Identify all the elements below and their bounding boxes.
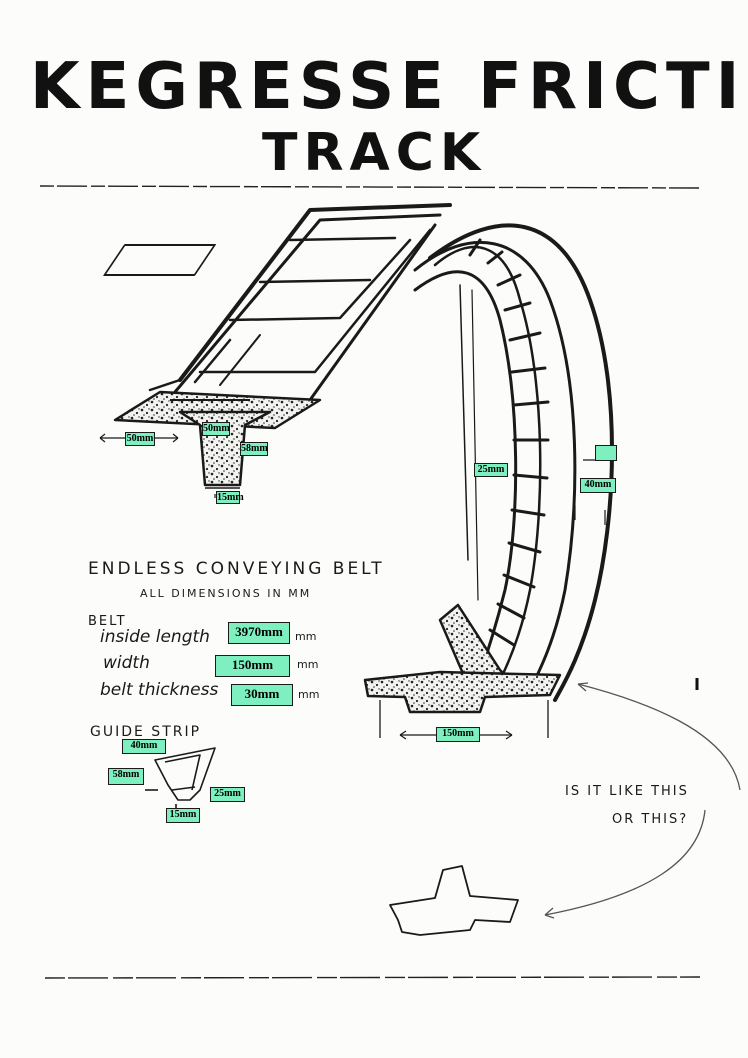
dim-arch-base-width-label: 150mm (436, 727, 480, 742)
track-top-section (103, 203, 452, 402)
arch-inner-lip (433, 245, 542, 682)
strip-top-label: 40mm (122, 739, 166, 754)
question-line-1: IS IT LIKE THIS (565, 784, 689, 799)
divider-bottom (44, 976, 701, 979)
arch-outer-edge (428, 223, 614, 702)
strip-height-label: 58mm (108, 768, 144, 785)
belt-thickness-value: 30mm (231, 684, 293, 706)
notes-heading: ENDLESS CONVEYING BELT (88, 559, 385, 579)
question-line-2: OR THIS? (612, 812, 688, 827)
title-line-1: KEGRESSE FRICTION (30, 50, 748, 124)
dim-section-width-label: 50mm (125, 432, 155, 446)
belt-thickness-label: belt thickness (100, 680, 218, 700)
curved-arrow (544, 678, 741, 919)
dim-arch-outer-label: 40mm (580, 478, 616, 493)
belt-inside-length-value: 3970mm (228, 622, 290, 644)
arch-outer-band (413, 240, 577, 692)
dim-arch-outer-blank-label (595, 445, 617, 461)
unit-label-1: mm (295, 630, 316, 643)
guide-strip-label: GUIDE STRIP (90, 724, 201, 740)
width-label: width (103, 653, 150, 673)
arch-inner-edge (413, 270, 518, 682)
divider-top (39, 185, 701, 189)
belt-width-value: 150mm (215, 655, 290, 677)
dim-guide-height-label: 58mm (240, 442, 268, 456)
alternative-profile-sketch (389, 865, 519, 936)
unit-label-2: mm (297, 658, 318, 671)
strip-side-label: 25mm (210, 787, 245, 802)
dim-guide-top-label: 50mm (202, 422, 230, 436)
dim-guide-base-label: 15mm (216, 491, 244, 504)
guide-strip-sketch (145, 747, 216, 810)
title-line-2: TRACK (262, 123, 486, 183)
strip-base-label: 15mm (166, 808, 200, 823)
dim-arch-inner-label: 25mm (474, 463, 508, 477)
arch-base-section (363, 603, 562, 738)
unit-label-3: mm (298, 688, 319, 701)
inside-length-label: inside length (100, 627, 210, 647)
track-arch (413, 223, 614, 702)
belt-label: BELT (88, 614, 127, 629)
notes-subheading: ALL DIMENSIONS IN MM (140, 587, 311, 600)
dimension-arrows (99, 433, 606, 740)
